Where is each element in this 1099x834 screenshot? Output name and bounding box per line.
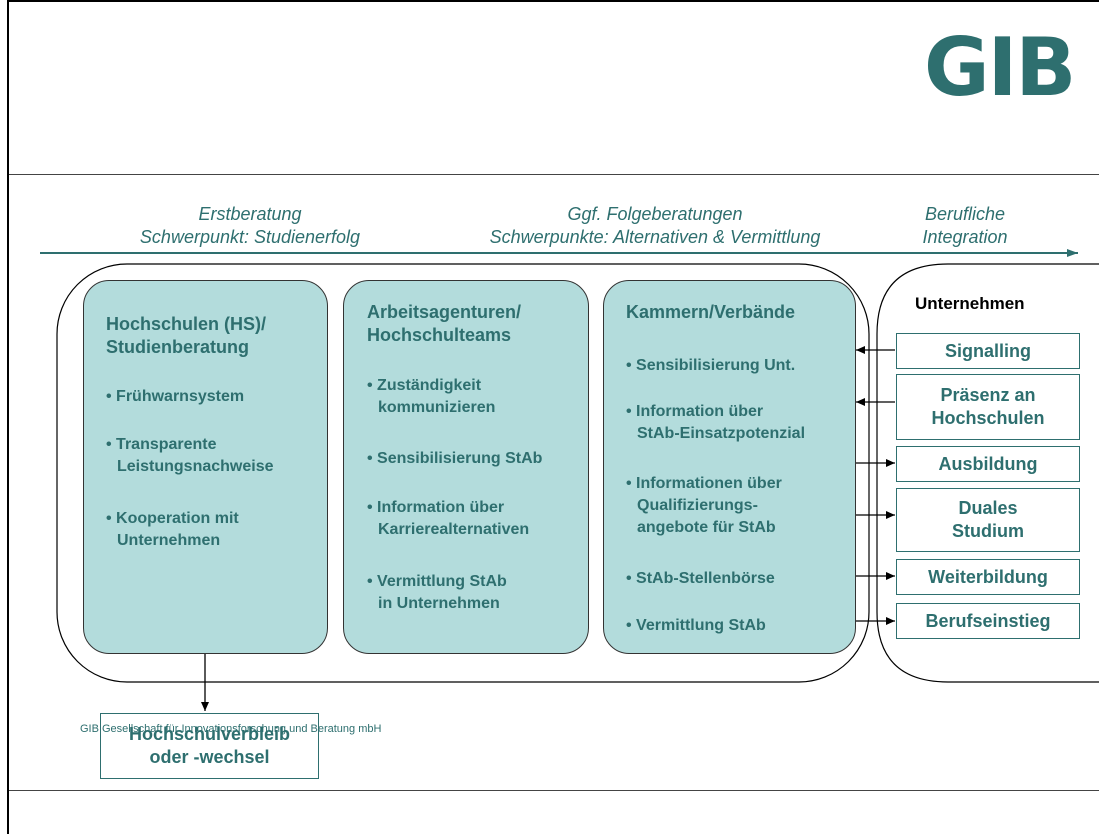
phase-folgeberatungen: Ggf. Folgeberatungen Schwerpunkte: Alter… [440,203,870,249]
header-separator [9,174,1099,175]
item-line: • Zuständigkeit [367,377,482,394]
box-berufseinstieg: Berufseinstieg [896,603,1080,639]
phase-erst-line2: Schwerpunkt: Studienerfolg [139,227,361,247]
footer-text: GIB Gesellschaft für Innovationsforschun… [80,723,382,735]
list-item: • Information über Karrierealternativen [367,497,529,541]
list-item: • StAb-Stellenbörse [626,568,775,590]
list-item: • Sensibilisierung StAb [367,448,542,470]
slide-frame [7,0,1099,834]
list-item: • Transparente Leistungsnachweise [106,434,274,478]
list-item: • Vermittlung StAb in Unternehmen [367,571,507,615]
list-item: • Vermittlung StAb [626,615,766,637]
title-line: Studienberatung [106,337,249,357]
box-weiterbildung: Weiterbildung [896,559,1080,595]
box-signalling: Signalling [896,333,1080,369]
item-line: StAb-Einsatzpotenzial [637,425,806,442]
phase-beruf-line1: Berufliche [924,204,1006,224]
item-line: • Informationen über [626,475,782,492]
footer-separator [9,790,1099,791]
item-line: Unternehmen [117,532,221,549]
item-line: • Sensibilisierung StAb [367,450,543,467]
list-item: • Sensibilisierung Unt. [626,355,795,377]
phase-erstberatung: Erstberatung Schwerpunkt: Studienerfolg [110,203,390,249]
panel-hochschulen-title: Hochschulen (HS)/ Studienberatung [106,313,266,359]
box-line: Berufseinstieg [925,610,1051,631]
list-item: • Zuständigkeit kommunizieren [367,375,495,419]
item-line: • Vermittlung StAb [626,617,766,634]
item-line: in Unternehmen [378,595,500,612]
phase-beruf-line2: Integration [922,227,1008,247]
panel-kammern: Kammern/Verbände • Sensibilisierung Unt.… [603,280,856,654]
box-line: Ausbildung [938,453,1038,474]
item-line: kommunizieren [378,399,496,416]
list-item: • Kooperation mit Unternehmen [106,508,239,552]
box-duales-studium: Duales Studium [896,488,1080,552]
panel-hochschulen: Hochschulen (HS)/ Studienberatung • Früh… [83,280,328,654]
item-line: Leistungsnachweise [117,458,274,475]
box-line: oder -wechsel [149,747,270,767]
item-line: • Sensibilisierung Unt. [626,357,796,374]
box-line: Hochschulverbleib [128,724,291,744]
gib-logo: GIB [924,21,1076,114]
box-line: Weiterbildung [928,566,1048,587]
panel-kammern-title: Kammern/Verbände [626,301,795,324]
phase-folge-line2: Schwerpunkte: Alternativen & Vermittlung [489,227,821,247]
unternehmen-container [876,263,1099,683]
box-praesenz: Präsenz an Hochschulen [896,374,1080,440]
title-line: Arbeitsagenturen/ [367,302,522,322]
phase-folge-line1: Ggf. Folgeberatungen [567,204,743,224]
box-line: Signalling [944,340,1031,361]
item-line: • Transparente [106,436,217,453]
box-line: Duales [958,498,1018,518]
item-line: • Frühwarnsystem [106,388,245,405]
list-item: • Informationen über Qualifizierungs- an… [626,473,782,539]
phase-berufliche-integration: Berufliche Integration [900,203,1030,249]
panel-arbeitsagenturen-title: Arbeitsagenturen/ Hochschulteams [367,301,521,347]
box-hochschulverbleib: Hochschulverbleib oder -wechsel [100,713,319,779]
box-line: Hochschulen [931,408,1045,428]
list-item: • Frühwarnsystem [106,386,244,408]
item-line: • Information über [367,499,505,516]
advisors-container [56,263,870,683]
phase-erst-line1: Erstberatung [198,204,302,224]
title-line: Hochschulteams [367,325,512,345]
box-ausbildung: Ausbildung [896,446,1080,482]
item-line: Karrierealternativen [378,521,530,538]
box-line: Studium [952,521,1024,541]
panel-arbeitsagenturen: Arbeitsagenturen/ Hochschulteams • Zustä… [343,280,589,654]
item-line: Qualifizierungs- [637,497,758,514]
item-line: angebote für StAb [637,519,776,536]
item-line: • Information über [626,403,764,420]
item-line: • Vermittlung StAb [367,573,507,590]
title-line: Hochschulen (HS)/ [106,314,267,334]
item-line: • StAb-Stellenbörse [626,570,775,587]
box-line: Präsenz an [940,385,1036,405]
item-line: • Kooperation mit [106,510,239,527]
title-line: Kammern/Verbände [626,302,796,322]
unternehmen-title: Unternehmen [915,294,1025,313]
list-item: • Information über StAb-Einsatzpotenzial [626,401,805,445]
